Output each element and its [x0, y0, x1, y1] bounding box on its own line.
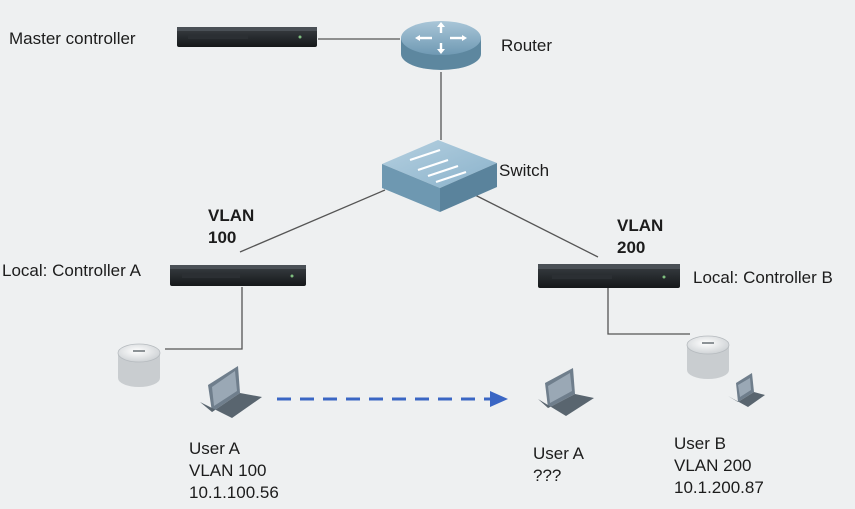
link-switch-controller-b [474, 194, 599, 258]
vlan-a-label: VLAN 100 [208, 206, 255, 247]
router-icon [401, 21, 481, 70]
master-controller-icon [177, 27, 317, 47]
switch-label: Switch [499, 161, 550, 180]
access-point-a-icon [117, 343, 161, 387]
roaming-arrow-icon [277, 391, 508, 407]
controller-b-icon [538, 264, 680, 288]
link-controller-a-ap [165, 287, 243, 350]
controller-a-label: Local: Controller A [2, 261, 141, 280]
links [165, 38, 690, 350]
link-controller-b-ap [607, 288, 690, 335]
user-a-after-label: User A ??? [533, 444, 585, 485]
laptop-user-a-icon [200, 366, 262, 418]
link-switch-controller-a [239, 189, 386, 253]
router-label: Router [501, 36, 553, 55]
laptop-user-a-roamed-icon [538, 368, 594, 416]
access-point-b-icon [686, 335, 730, 379]
vlan-b-label: VLAN 200 [617, 216, 664, 257]
laptop-user-b-icon [728, 373, 765, 407]
user-b-label: User B VLAN 200 10.1.200.87 [674, 434, 764, 497]
controller-b-label: Local: Controller B [693, 268, 833, 287]
user-a-before-label: User A VLAN 100 10.1.100.56 [189, 439, 279, 502]
master-controller-label: Master controller [9, 29, 136, 48]
switch-icon [382, 140, 497, 212]
controller-a-icon [170, 265, 306, 286]
